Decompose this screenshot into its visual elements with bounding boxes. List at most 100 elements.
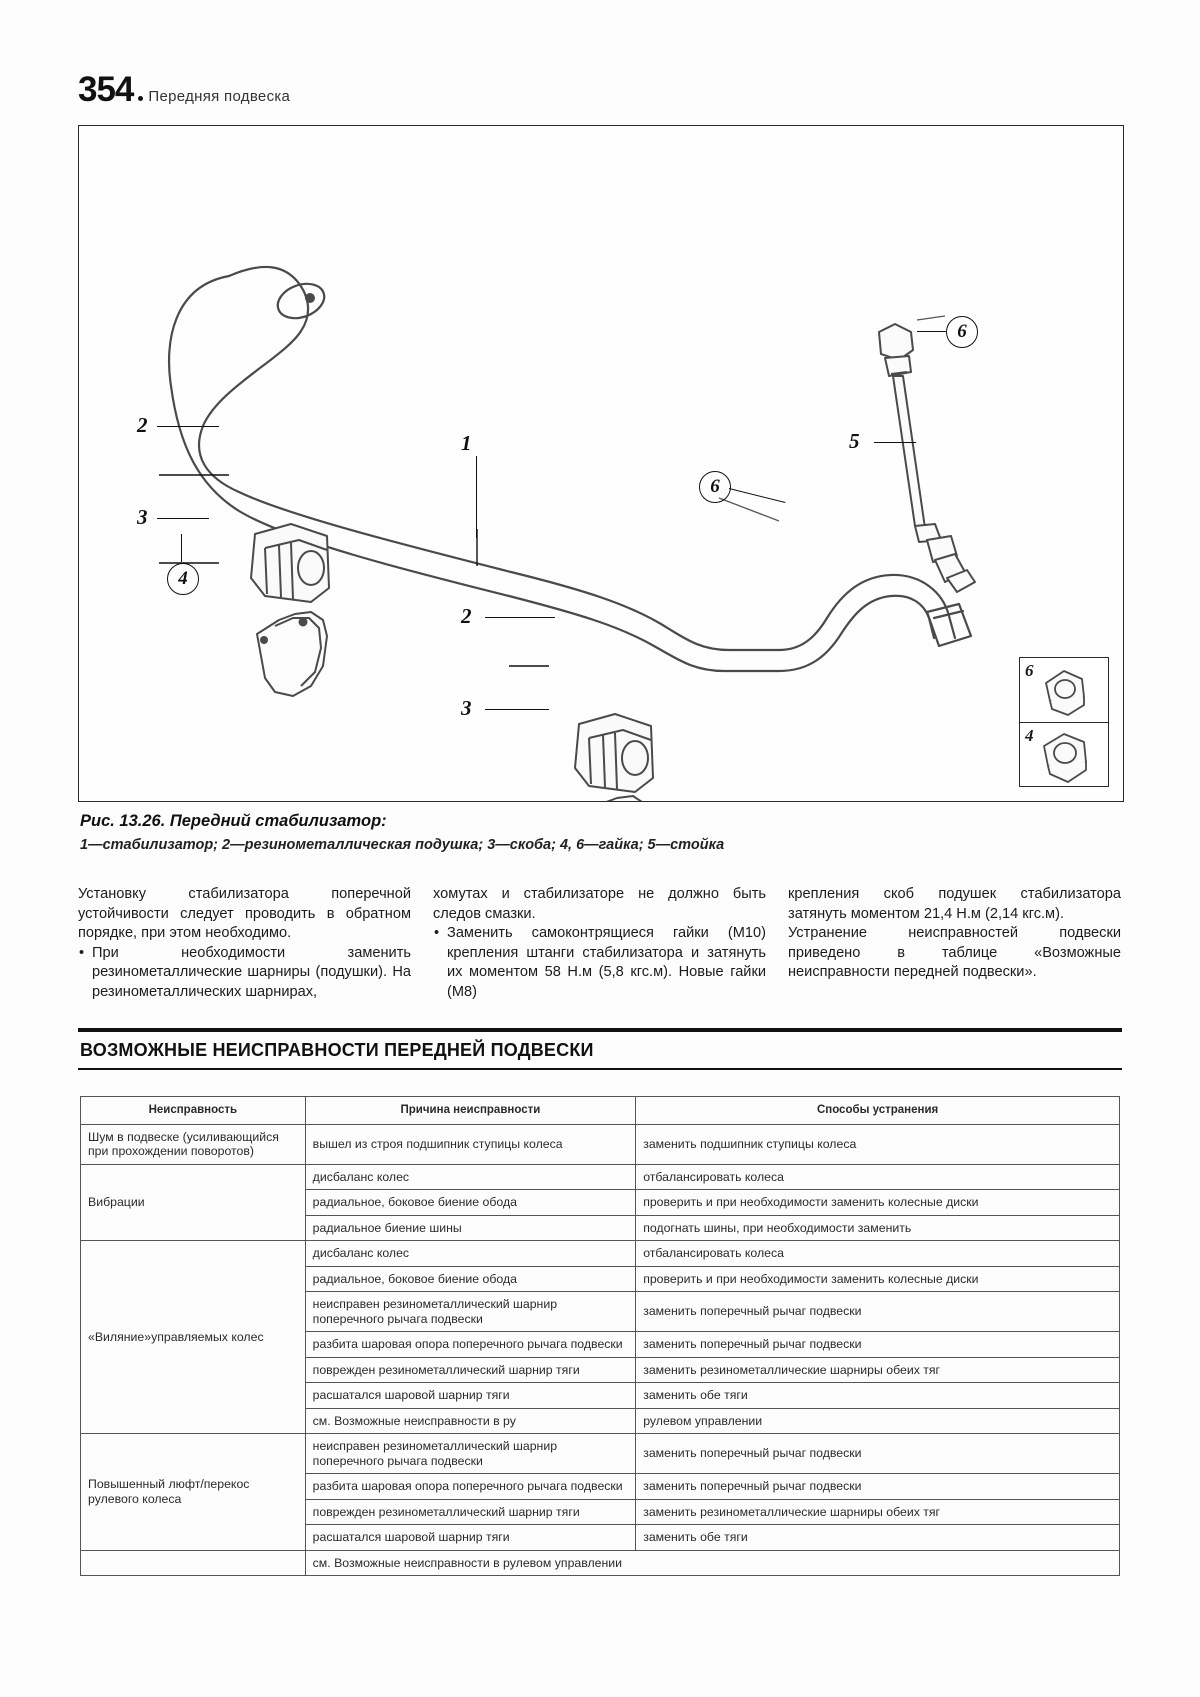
figure-stabilizer-diagram: 2 3 4 1 2 3 5 6 6 6 [78, 125, 1124, 802]
table-row: см. Возможные неисправности в рулевом уп… [80, 1549, 1121, 1576]
section-heading-block: ВОЗМОЖНЫЕ НЕИСПРАВНОСТИ ПЕРЕДНЕЙ ПОДВЕСК… [78, 1028, 1122, 1070]
leader-line-3-lower [485, 709, 549, 711]
table-body: Шум в подвеске (усиливающийся при прохож… [80, 1123, 1121, 1576]
table-cell-cause: поврежден резинометаллический шарнир тяг… [304, 1356, 637, 1383]
callout-6-top: 6 [946, 316, 978, 348]
table-cell-remedy: заменить поперечный рычаг подвески [635, 1331, 1120, 1358]
table-cell-cause: неисправен резинометаллический шарнир по… [304, 1291, 637, 1332]
header-separator-dot [138, 96, 144, 101]
body-column-1: Установку стабилизатора поперечной устой… [78, 885, 411, 1002]
table-cell-cause: см. Возможные неисправности в ру [304, 1407, 637, 1434]
table-cell-cause: вышел из строя подшипник ступицы колеса [304, 1123, 637, 1165]
section-rule-bottom [78, 1068, 1122, 1070]
leader-line-2-lower [485, 617, 555, 619]
table-cell-cause: неисправен резинометаллический шарнир по… [304, 1433, 637, 1474]
table-cell-fault: «Виляние»управляемых колес [80, 1240, 306, 1434]
table-cell-cause: расшатался шаровой шарнир тяги [304, 1382, 637, 1409]
stabilizer-link [878, 323, 976, 593]
table-row: разбита шаровая опора поперечного рычага… [81, 1331, 1120, 1358]
body-columns: Установку стабилизатора поперечной устой… [78, 885, 1122, 1002]
table-cell-final-note: см. Возможные неисправности в рулевом уп… [304, 1549, 1121, 1576]
table-cell-cause: расшатался шаровой шарнир тяги [304, 1524, 637, 1551]
table-cell-cause: дисбаланс колес [304, 1163, 637, 1190]
nut-icon-4 [1043, 733, 1087, 783]
callout-2-lower: 2 [461, 604, 472, 628]
column2-continuation: хомутах и стабилизаторе не должно быть с… [433, 886, 766, 922]
table-cell-remedy: подогнать шины, при необходимости замени… [635, 1214, 1120, 1241]
figure-caption: Рис. 13.26. Передний стабилизатор: 1—ста… [80, 812, 1120, 853]
table-cell-remedy: заменить обе тяги [635, 1382, 1120, 1409]
bushing-right [574, 713, 654, 793]
leader-line-4-left [181, 534, 183, 562]
table-cell-remedy: заменить поперечный рычаг подвески [635, 1473, 1120, 1500]
fault-table: Неисправность Причина неисправности Спос… [80, 1096, 1121, 1576]
table-cell-remedy: отбалансировать колеса [635, 1240, 1120, 1267]
table-cell-fault: Повышенный люфт/перекос рулевого колеса [80, 1433, 306, 1551]
page-title: Передняя подвеска [148, 88, 291, 105]
table-row: поврежден резинометаллический шарнир тяг… [81, 1498, 1120, 1525]
table-cell-cause: радиальное, боковое биение обода [304, 1189, 637, 1216]
figure-caption-title: Рис. 13.26. Передний стабилизатор: [80, 812, 387, 830]
inset-cell-nut-6: 6 [1020, 658, 1108, 722]
table-cell-remedy: проверить и при необходимости заменить к… [635, 1189, 1120, 1216]
table-cell-remedy: заменить резинометаллические шарниры обе… [635, 1356, 1120, 1383]
table-row: Шум в подвеске (усиливающийся при прохож… [80, 1123, 1120, 1165]
column3-continuation: крепления скоб подушек стабилизатора зат… [788, 886, 1121, 922]
stabilizer-bar-illustration [159, 265, 976, 801]
bushing-left [250, 523, 330, 603]
callout-4-left: 4 [167, 563, 199, 595]
leader-line-3-left [157, 518, 209, 520]
callout-1-bar: 1 [461, 431, 472, 455]
callout-6-bar: 6 [699, 471, 731, 503]
body-column-2: хомутах и стабилизаторе не должно быть с… [433, 885, 766, 1002]
section-heading-text: ВОЗМОЖНЫЕ НЕИСПРАВНОСТИ ПЕРЕДНЕЙ ПОДВЕСК… [80, 1040, 594, 1060]
table-header-fault: Неисправность [80, 1096, 306, 1125]
section-rule-top [78, 1028, 1122, 1032]
column2-bullet-1: Заменить самоконтрящиеся гайки (М10) кре… [433, 924, 766, 1002]
table-cell-remedy: заменить поперечный рычаг подвески [635, 1433, 1120, 1474]
table-cell-remedy: проверить и при необходимости заменить к… [635, 1265, 1120, 1292]
table-cell-cause: разбита шаровая опора поперечного рычага… [304, 1473, 637, 1500]
table-cell-remedy: отбалансировать колеса [635, 1163, 1120, 1190]
page-number: 354 [78, 70, 134, 109]
inset-label-4: 4 [1025, 726, 1034, 745]
nut-icon-6 [1045, 670, 1085, 716]
callout-5-link: 5 [849, 429, 860, 453]
table-row: поврежден резинометаллический шарнир тяг… [81, 1356, 1120, 1383]
leader-line-1 [476, 456, 478, 538]
table-cell-cause: радиальное, боковое биение обода [304, 1265, 637, 1292]
figure-caption-legend: 1—стабилизатор; 2—резинометаллическая по… [80, 837, 725, 853]
body-column-3: крепления скоб подушек стабилизатора зат… [788, 885, 1121, 1002]
table-cell-fault-empty [80, 1549, 306, 1576]
leader-line-5 [874, 442, 916, 444]
table-cell-remedy: рулевом управлении [635, 1407, 1120, 1434]
column3-paragraph: Устранение неисправностей подвески приве… [788, 925, 1121, 980]
table-cell-cause: радиальное биение шины [304, 1214, 637, 1241]
table-header-cause: Причина неисправности [304, 1096, 637, 1125]
table-cell-remedy: заменить поперечный рычаг подвески [635, 1291, 1120, 1332]
column1-intro: Установку стабилизатора поперечной устой… [78, 886, 411, 941]
clamp-right [606, 795, 643, 801]
inset-label-6: 6 [1025, 661, 1034, 680]
table-header-remedy: Способы устранения [635, 1096, 1120, 1125]
table-cell-remedy: заменить обе тяги [635, 1524, 1120, 1551]
table-cell-cause: разбита шаровая опора поперечного рычага… [304, 1331, 637, 1358]
page-header: 354 Передняя подвеска [78, 70, 290, 110]
table-row: неисправен резинометаллический шарнир по… [81, 1291, 1120, 1332]
callout-2-left: 2 [137, 413, 148, 437]
column1-bullet-1: При необходимости заменить резинометалли… [78, 944, 411, 1003]
table-cell-cause: дисбаланс колес [304, 1240, 637, 1267]
callout-3-lower: 3 [461, 696, 472, 720]
table-cell-fault: Шум в подвеске (усиливающийся при прохож… [80, 1123, 306, 1165]
table-header-row: Неисправность Причина неисправности Спос… [80, 1096, 1120, 1125]
table-cell-remedy: заменить подшипник ступицы колеса [635, 1123, 1120, 1165]
clamp-left [256, 611, 328, 697]
table-cell-fault: Вибрации [80, 1163, 306, 1241]
